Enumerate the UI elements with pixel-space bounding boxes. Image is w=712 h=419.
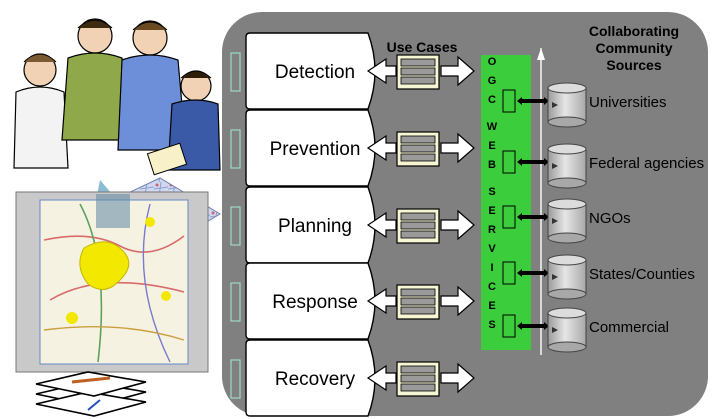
database-cylinder-icon (547, 198, 587, 244)
source-2: NGOs (502, 198, 631, 244)
phase-planning: Planning (230, 186, 475, 264)
ogc-letter: S (488, 319, 495, 331)
phase-prevention: Prevention (230, 109, 475, 187)
arrow-icon (440, 55, 475, 87)
phase-frame-marker (230, 52, 241, 92)
phase-box (245, 339, 376, 417)
ogc-letter: R (488, 224, 496, 236)
arrow-icon (366, 287, 397, 315)
sources-title-line: Community (596, 40, 673, 56)
phase-box (245, 262, 376, 340)
document-stack-icon (396, 54, 440, 90)
source-label: Universities (589, 94, 667, 111)
ogc-letter: B (488, 159, 496, 171)
phase-frame-marker (230, 359, 241, 399)
phase-recovery: Recovery (230, 339, 475, 417)
ogc-letter: W (487, 121, 498, 133)
source-label: NGOs (589, 210, 631, 227)
ogc-letter: E (488, 300, 495, 312)
database-cylinder-icon (547, 143, 587, 189)
source-3: States/Counties (502, 254, 695, 300)
ogc-letter: S (488, 186, 495, 198)
source-label: Federal agencies (589, 155, 704, 172)
ogc-letter: E (488, 205, 495, 217)
phase-box (245, 186, 376, 264)
ogc-letter: V (488, 243, 496, 255)
arrow-icon (366, 57, 397, 85)
use-cases-label: Use Cases (387, 39, 458, 55)
ogc-letter: C (488, 281, 496, 293)
sources-title-line: Collaborating (589, 23, 679, 39)
phase-box (245, 109, 376, 187)
arrow-icon (366, 134, 397, 162)
phase-frame-marker (230, 129, 241, 169)
database-cylinder-icon (547, 307, 587, 353)
ogc-letter: C (488, 94, 496, 106)
arrow-icon (517, 97, 549, 105)
document-stack-icon (396, 208, 440, 244)
arrow-icon (440, 132, 475, 164)
phase-frame-marker (230, 282, 241, 322)
document-stack-icon (396, 284, 440, 320)
sources-title-line: Sources (606, 57, 661, 73)
arrow-icon (440, 362, 475, 394)
phase-label: Prevention (270, 139, 361, 160)
layer-stack-icon (35, 371, 147, 417)
phase-label: Response (272, 292, 358, 313)
phase-box (245, 32, 376, 110)
arrow-icon (517, 322, 549, 330)
ogc-letter: I (490, 262, 493, 274)
source-label: Commercial (589, 319, 669, 336)
database-cylinder-icon (547, 254, 587, 300)
regional-map-screen (39, 194, 189, 365)
phase-label: Planning (278, 216, 352, 237)
phase-label: Recovery (275, 369, 356, 390)
document-stack-icon (396, 131, 440, 167)
document-stack-icon (396, 361, 440, 397)
arrow-icon (517, 213, 549, 221)
ogc-letter: O (488, 56, 497, 68)
source-4: Commercial (502, 307, 669, 353)
arrow-icon (366, 364, 397, 392)
arrow-icon (440, 209, 475, 241)
phase-detection: Detection (230, 32, 475, 110)
arrow-icon (517, 158, 549, 166)
phase-response: Response (230, 262, 475, 340)
source-1: Federal agencies (502, 143, 704, 189)
ogc-letter: E (488, 140, 495, 152)
phase-label: Detection (275, 62, 355, 83)
ogc-letter: G (488, 75, 497, 87)
source-label: States/Counties (589, 266, 695, 283)
phase-frame-marker (230, 206, 241, 246)
arrow-icon (440, 285, 475, 317)
ogc-web-services-bar (481, 55, 531, 350)
arrow-icon (517, 269, 549, 277)
arrow-icon (366, 211, 397, 239)
source-0: Universities (502, 82, 667, 128)
database-cylinder-icon (547, 82, 587, 128)
